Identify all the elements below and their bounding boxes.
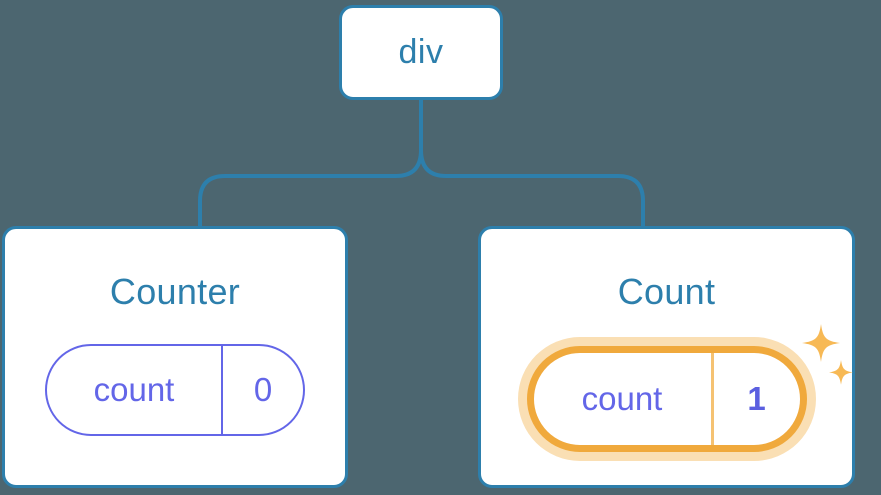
state-pill[interactable]: count 0 xyxy=(45,344,305,436)
root-node-div[interactable]: div xyxy=(339,5,503,100)
connector-left-branch xyxy=(198,148,423,228)
sparkle-small-icon xyxy=(829,360,853,385)
state-pill-wrapper-highlighted: count 1 xyxy=(481,337,852,461)
state-pill-key: count xyxy=(581,380,663,417)
root-node-label: div xyxy=(398,33,444,71)
sparkle-large-icon xyxy=(802,324,840,362)
state-pill-value: 0 xyxy=(221,346,303,434)
component-card-counter[interactable]: Counter count 0 xyxy=(2,226,348,488)
state-pill-highlighted[interactable]: count 1 xyxy=(526,346,807,452)
component-card-count[interactable]: Count count 1 xyxy=(478,226,855,488)
component-card-title: Count xyxy=(617,271,716,312)
connector-right-branch xyxy=(419,148,645,228)
state-pill-value: 1 xyxy=(710,353,800,445)
state-pill-wrapper: count 0 xyxy=(5,344,345,436)
state-pill-key: count xyxy=(93,371,175,408)
state-pill-glow-ring: count 1 xyxy=(517,337,816,461)
component-card-title: Counter xyxy=(109,271,241,312)
sparkle-icon-group xyxy=(802,324,853,385)
